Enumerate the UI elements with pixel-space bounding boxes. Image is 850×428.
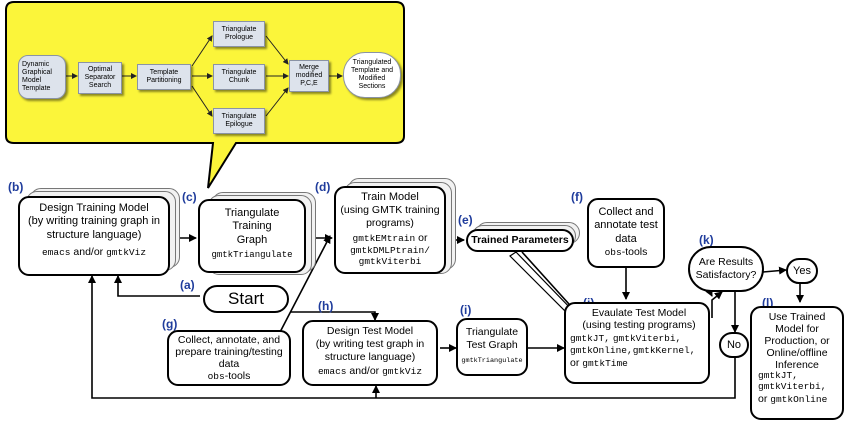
step-label-g: (g) (162, 317, 178, 331)
step-label-a: (a) (180, 278, 195, 292)
step-label-c: (c) (182, 190, 197, 204)
inset-callout-panel (5, 1, 405, 189)
step-label-e: (e) (458, 213, 473, 227)
inset-arrows (66, 35, 343, 117)
no-node: No (719, 332, 749, 358)
triangulate-training-graph-box: Triangulate Training Graph gmtkTriangula… (198, 199, 306, 273)
evaluate-test-model-box: Evaulate Test Model (using testing progr… (564, 302, 710, 384)
start-node: Start (203, 285, 289, 313)
design-training-model-box: Design Training Model (by writing traini… (18, 196, 170, 276)
triangulate-test-graph-box: Triangulate Test Graph gmtkTriangulate (456, 318, 528, 376)
design-test-model-box: Design Test Model (by writing test graph… (302, 320, 438, 386)
yes-node: Yes (786, 258, 818, 284)
collect-training-testing-box: Collect, annotate, and prepare training/… (167, 330, 291, 386)
step-label-l: (l) (762, 296, 774, 310)
step-label-b: (b) (8, 180, 24, 194)
train-model-box: Train Model (using GMTK training program… (334, 186, 446, 274)
step-label-i: (i) (460, 303, 472, 317)
step-label-k: (k) (699, 233, 714, 247)
results-satisfactory-box: Are Results Satisfactory? (688, 246, 764, 292)
collect-test-data-box: Collect and annotate test data obs-tools (587, 198, 665, 268)
step-label-h: (h) (318, 299, 334, 313)
use-trained-model-box: Use Trained Model for Production, or Onl… (750, 306, 844, 420)
step-label-f: (f) (571, 190, 583, 204)
step-label-d: (d) (315, 180, 331, 194)
trained-parameters-box: Trained Parameters (466, 229, 574, 252)
